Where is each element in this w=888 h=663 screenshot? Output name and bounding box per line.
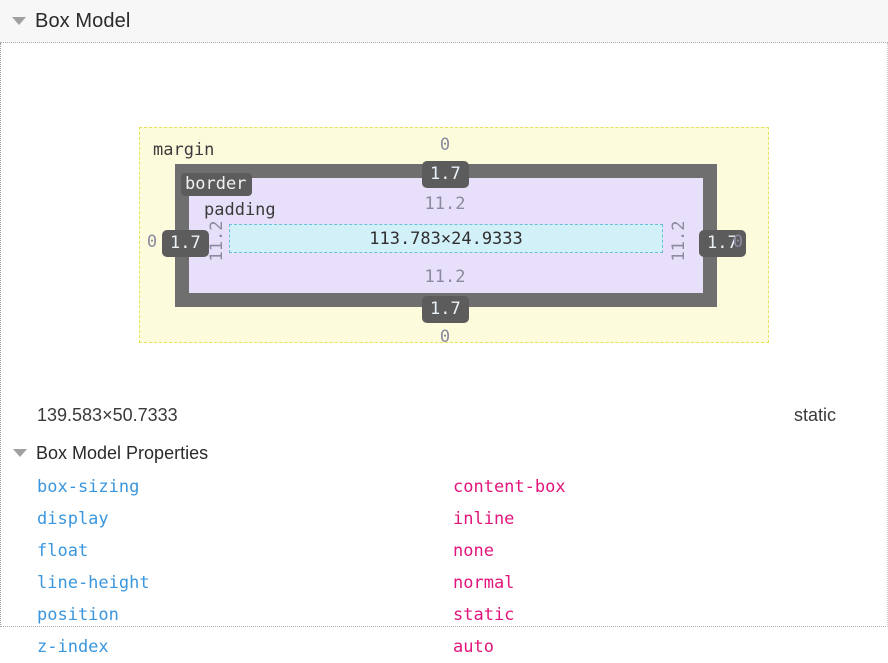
property-value[interactable]: content-box xyxy=(453,477,566,497)
padding-right-value[interactable]: 11.2 xyxy=(669,220,689,262)
property-name: z-index xyxy=(37,637,109,657)
property-value[interactable]: normal xyxy=(453,573,515,593)
margin-region-label: margin xyxy=(153,140,215,160)
padding-bottom-value[interactable]: 11.2 xyxy=(424,267,466,287)
box-model-properties-list: box-sizing content-box display inline fl… xyxy=(1,471,888,663)
property-row[interactable]: z-index auto xyxy=(1,631,888,663)
property-name: line-height xyxy=(37,573,150,593)
property-row[interactable]: box-sizing content-box xyxy=(1,471,888,503)
triangle-down-icon[interactable] xyxy=(13,449,27,457)
padding-top-value[interactable]: 11.2 xyxy=(424,194,466,214)
property-row[interactable]: position static xyxy=(1,599,888,631)
box-model-content-region[interactable] xyxy=(229,224,663,253)
triangle-down-icon[interactable] xyxy=(12,17,26,25)
box-model-diagram: margin border padding 113.783×24.9333 0 … xyxy=(1,43,888,347)
margin-top-value[interactable]: 0 xyxy=(439,135,451,155)
box-model-properties-header[interactable]: Box Model Properties xyxy=(1,439,888,467)
border-region-label: border xyxy=(181,173,253,196)
property-row[interactable]: display inline xyxy=(1,503,888,535)
border-left-value[interactable]: 1.7 xyxy=(162,230,209,257)
margin-left-value[interactable]: 0 xyxy=(146,232,158,252)
property-name: position xyxy=(37,605,119,625)
margin-right-value[interactable]: 0 xyxy=(732,232,744,252)
border-top-value[interactable]: 1.7 xyxy=(422,161,469,188)
element-position: static xyxy=(793,404,836,425)
box-model-panel-header[interactable]: Box Model xyxy=(0,0,888,43)
property-value[interactable]: auto xyxy=(453,637,494,657)
margin-bottom-value[interactable]: 0 xyxy=(439,327,451,347)
property-name: display xyxy=(37,509,109,529)
property-row[interactable]: float none xyxy=(1,535,888,567)
property-value[interactable]: static xyxy=(453,605,515,625)
element-size: 139.583×50.7333 xyxy=(37,404,178,425)
property-value[interactable]: none xyxy=(453,541,494,561)
padding-region-label: padding xyxy=(204,200,276,220)
property-name: box-sizing xyxy=(37,477,140,497)
page-title: Box Model xyxy=(35,9,131,32)
border-right-value[interactable]: 1.7 xyxy=(699,230,746,257)
border-bottom-value[interactable]: 1.7 xyxy=(422,296,469,323)
padding-left-value[interactable]: 11.2 xyxy=(207,220,227,262)
box-model-properties-title: Box Model Properties xyxy=(36,442,209,463)
box-model-panel-body: margin border padding 113.783×24.9333 0 … xyxy=(0,43,888,657)
property-name: float xyxy=(37,541,89,561)
property-value[interactable]: inline xyxy=(453,509,515,529)
property-row[interactable]: line-height normal xyxy=(1,567,888,599)
content-box-size[interactable]: 113.783×24.9333 xyxy=(369,229,523,249)
box-model-summary-row: 139.583×50.7333 static xyxy=(1,395,888,435)
